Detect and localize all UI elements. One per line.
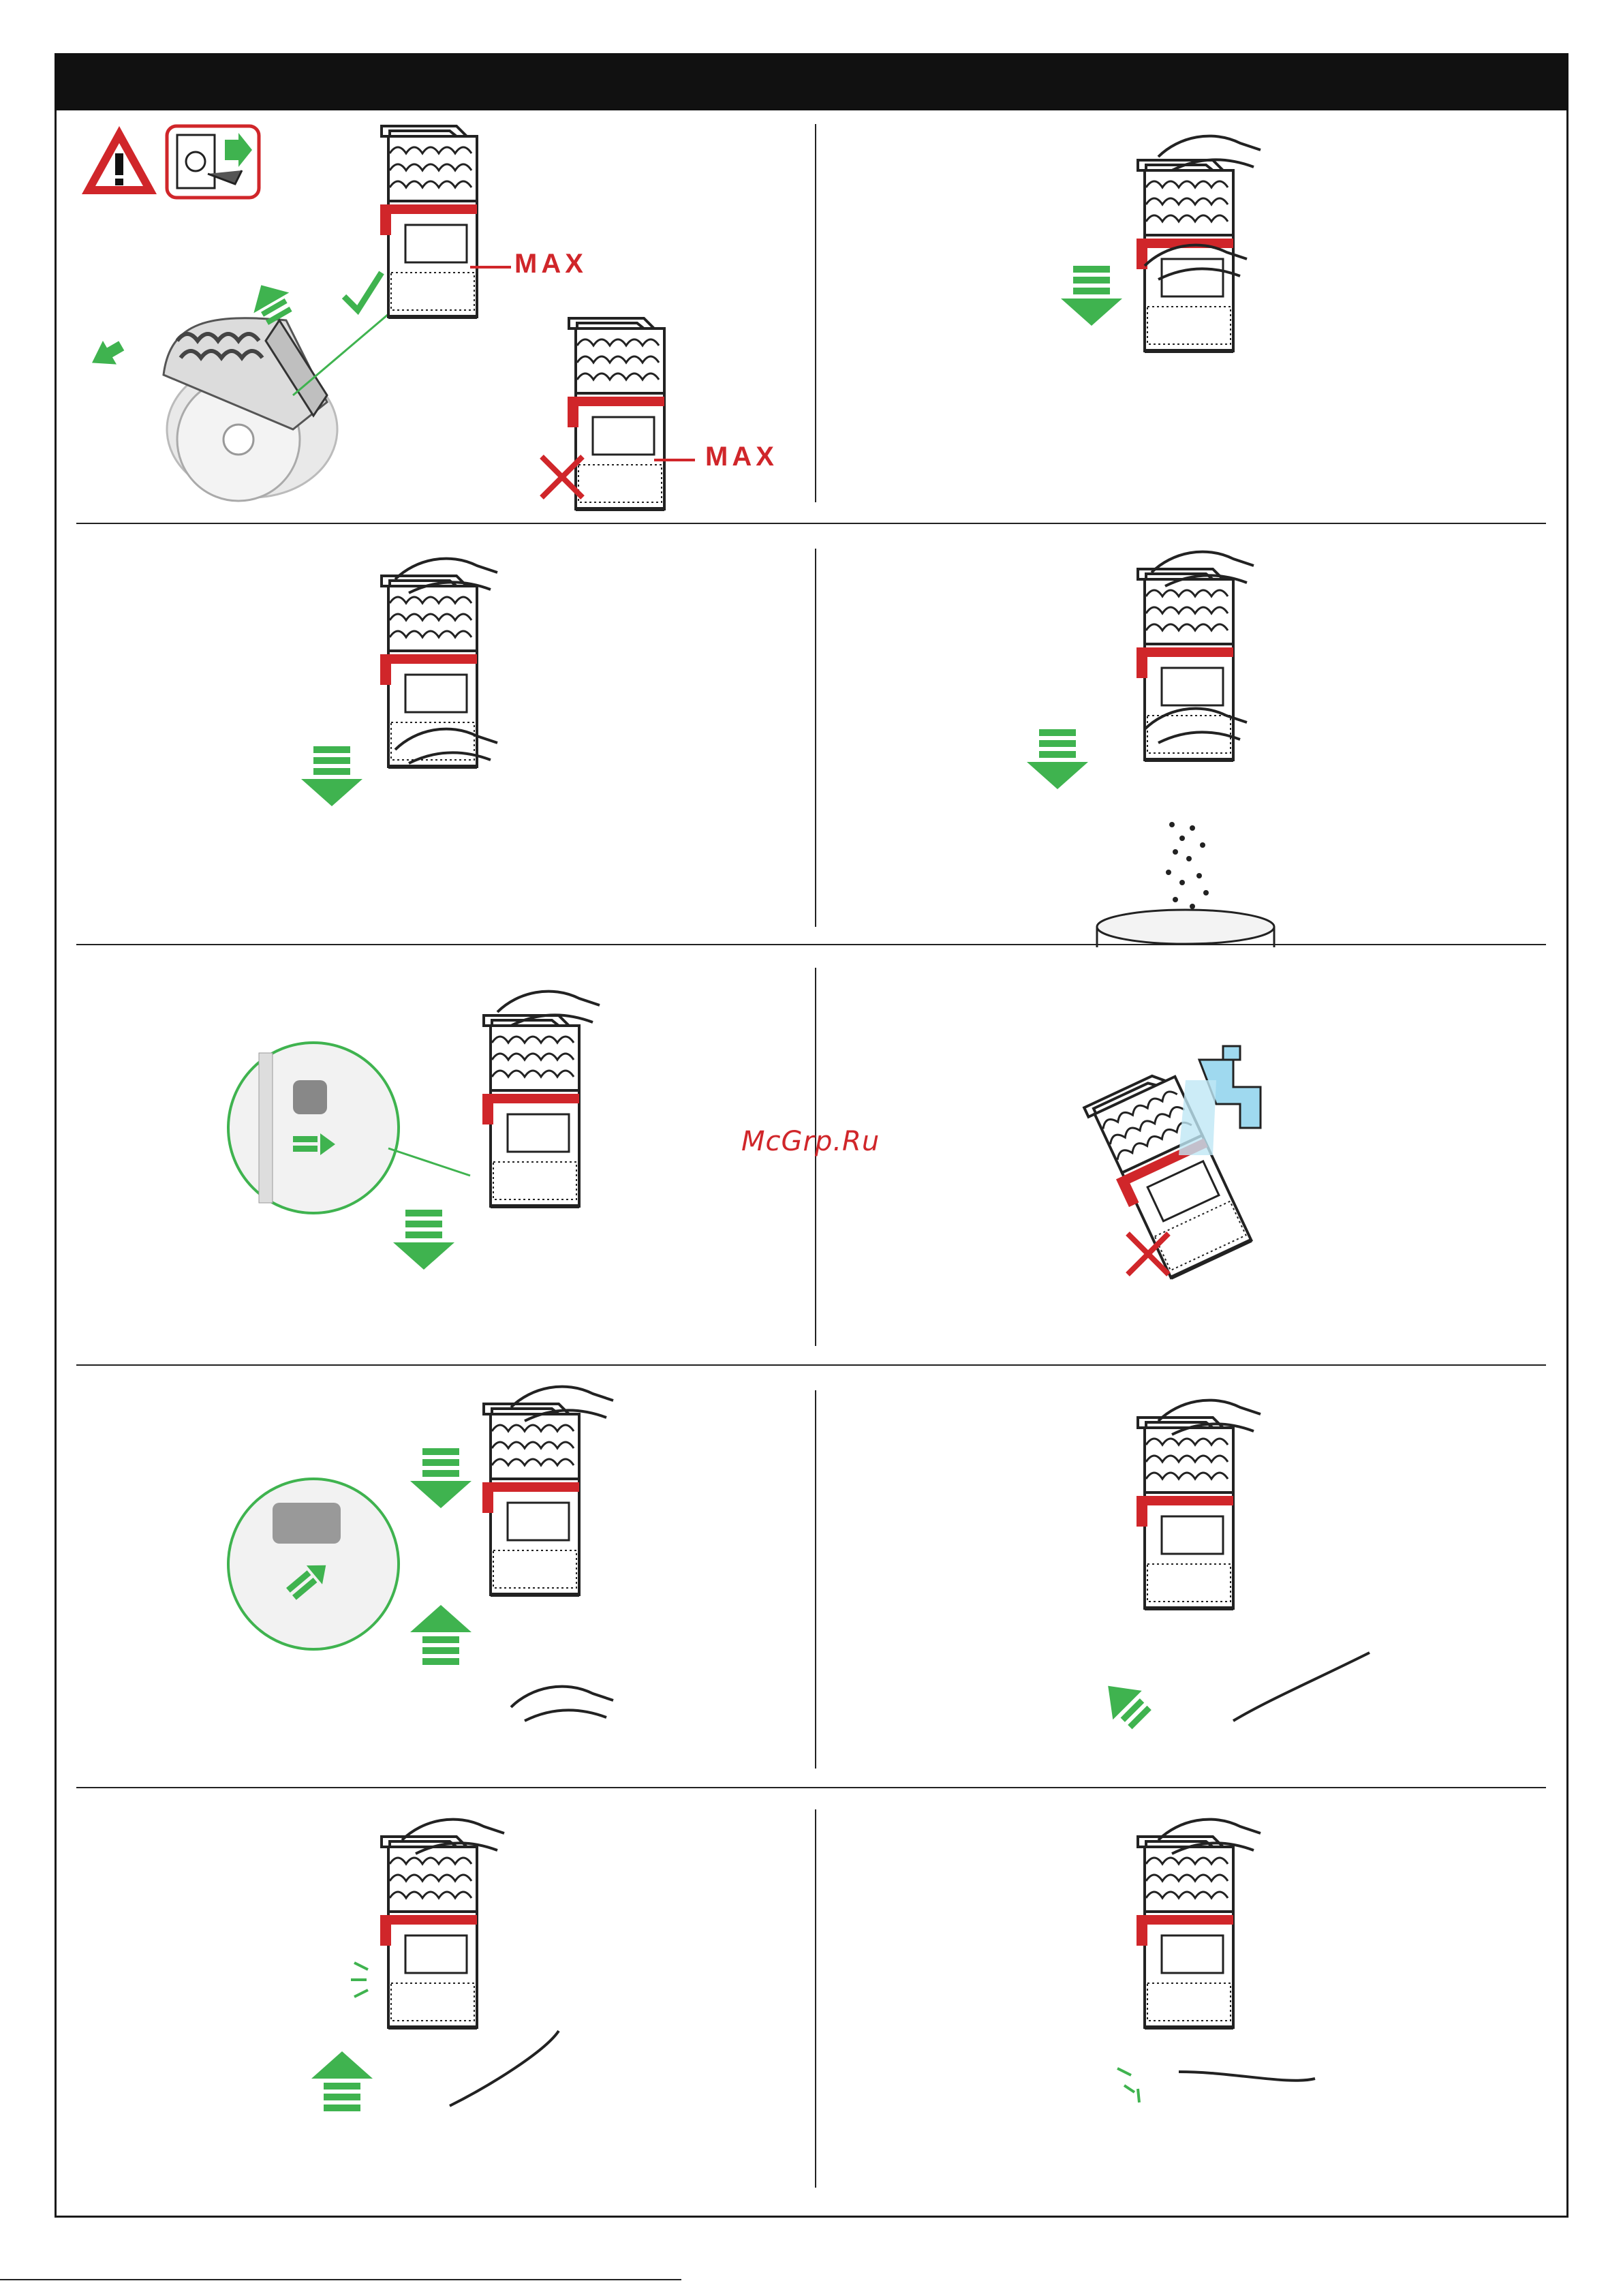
unplug-icon (167, 126, 259, 198)
detail-zoom-circle (228, 1043, 399, 1213)
step-9-lift-base (68, 1799, 811, 2208)
step-3-release-bin (68, 538, 811, 934)
row-divider (76, 1364, 1546, 1366)
step-4-empty-bin (824, 538, 1560, 947)
warning-triangle-icon (82, 126, 157, 194)
green-arrow-icon (311, 2051, 373, 2111)
green-arrow-icon (1027, 729, 1088, 789)
check-icon (344, 273, 382, 310)
green-arrow-icon (393, 1210, 454, 1270)
step-7-refit-bin (68, 1380, 811, 1782)
vacuum-cleaner-illustration (164, 318, 337, 501)
step-2-press-release (824, 116, 1560, 511)
water-tap-icon (1179, 1046, 1261, 1155)
row-divider (76, 523, 1546, 524)
green-arrow-icon (1061, 266, 1122, 326)
trash-bin (1097, 910, 1274, 947)
column-divider (815, 124, 816, 502)
column-divider (815, 1390, 816, 1769)
step-6-do-not-wash (824, 958, 1560, 1360)
detail-zoom-circle (228, 1479, 399, 1649)
bin-correct-level (380, 126, 477, 317)
row-divider (76, 1787, 1546, 1788)
debris-falling (1166, 822, 1209, 909)
footer-rule (0, 2279, 681, 2280)
green-arrow-icon (301, 746, 362, 806)
green-arrow-icon (85, 334, 128, 375)
header-bar (55, 53, 1568, 110)
bin-over-max (568, 318, 664, 509)
green-arrow-icon (410, 1605, 472, 1665)
column-divider (815, 1809, 816, 2188)
step-1-check-max-level: MAX MAX (68, 116, 811, 511)
step-8-close-base (824, 1380, 1560, 1782)
watermark: McGrp.Ru (741, 1126, 880, 1157)
max-label-ok: MAX (514, 249, 587, 279)
step-10-click-closed (824, 1799, 1560, 2208)
max-label-over: MAX (705, 442, 778, 472)
step-5-remove-bin (68, 958, 811, 1360)
column-divider (815, 549, 816, 927)
green-arrow-icon (1094, 1672, 1156, 1734)
green-arrow-icon (410, 1448, 472, 1508)
